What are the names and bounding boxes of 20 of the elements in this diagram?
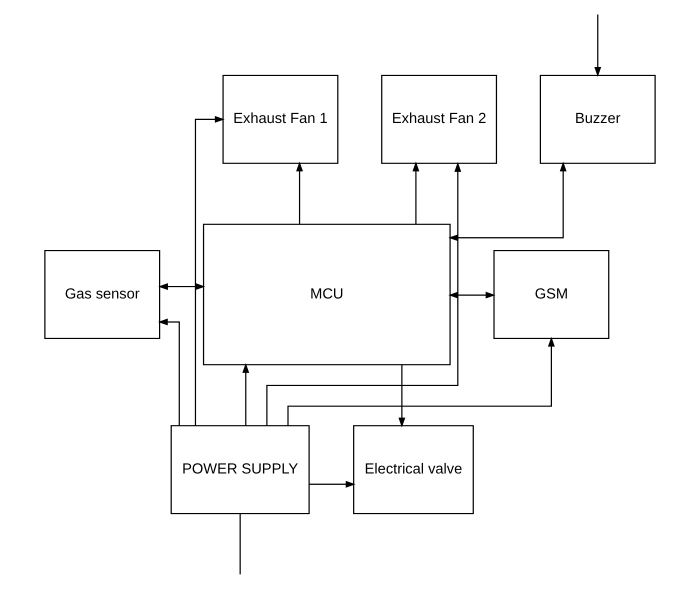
arrow bbox=[296, 162, 303, 224]
arrow bbox=[287, 336, 555, 426]
node-box: Gas sensor bbox=[44, 250, 160, 340]
arrow bbox=[594, 14, 602, 77]
connector bbox=[240, 514, 241, 574]
node-box: POWER SUPPLY bbox=[170, 425, 310, 514]
arrow bbox=[158, 283, 206, 290]
arrow bbox=[412, 162, 420, 224]
arrow bbox=[398, 364, 406, 428]
node-box: GSM bbox=[493, 250, 610, 340]
node-box: Exhaust Fan 1 bbox=[222, 74, 338, 164]
arrow bbox=[194, 116, 225, 426]
node-box: Buzzer bbox=[540, 74, 656, 164]
node-box: MCU bbox=[202, 224, 451, 366]
arrow bbox=[242, 363, 250, 426]
arrow bbox=[266, 162, 462, 426]
node-box: Exhaust Fan 2 bbox=[381, 74, 498, 164]
arrow bbox=[158, 318, 180, 426]
node-box: Electrical valve bbox=[353, 425, 474, 514]
arrow bbox=[309, 480, 356, 488]
